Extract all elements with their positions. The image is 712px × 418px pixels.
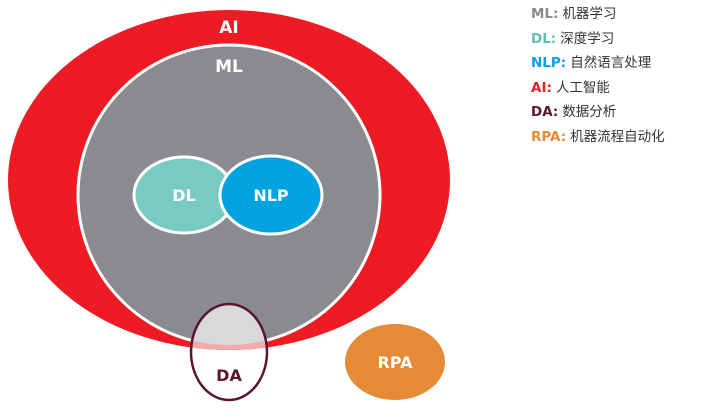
rpa-label: RPA [378, 353, 414, 372]
legend-item-ml: ML:机器学习 [531, 2, 709, 27]
legend-item-rpa: RPA:机器流程自动化 [531, 125, 709, 150]
legend-desc: 机器学习 [562, 6, 617, 22]
legend-desc: 数据分析 [562, 104, 617, 120]
dl-label: DL [172, 186, 195, 205]
legend-item-dl: DL:深度学习 [531, 27, 709, 52]
legend-desc: 人工智能 [555, 79, 610, 96]
da-label: DA [216, 366, 242, 385]
legend-item-ai: AI:人工智能 [531, 76, 709, 101]
legend-abbr: DA: [531, 104, 559, 120]
legend-abbr: DL: [531, 30, 557, 47]
legend-abbr: RPA: [531, 128, 567, 145]
legend-item-nlp: NLP:自然语言处理 [531, 51, 709, 76]
ml-label: ML [215, 57, 243, 77]
legend: ML:机器学习 DL:深度学习 NLP:自然语言处理 AI:人工智能 DA:数据… [531, 2, 709, 149]
nlp-label: NLP [253, 186, 289, 205]
legend-abbr: ML: [531, 6, 559, 22]
legend-desc: 深度学习 [560, 30, 615, 47]
ai-label: AI [219, 18, 238, 38]
rpa-ellipse [345, 324, 445, 400]
legend-desc: 自然语言处理 [570, 55, 652, 71]
legend-desc: 机器流程自动化 [570, 128, 665, 145]
da-ellipse [189, 302, 269, 402]
legend-abbr: NLP: [531, 55, 567, 71]
nlp-ellipse [218, 154, 324, 236]
legend-abbr: AI: [531, 79, 552, 96]
legend-item-da: DA:数据分析 [531, 100, 709, 125]
